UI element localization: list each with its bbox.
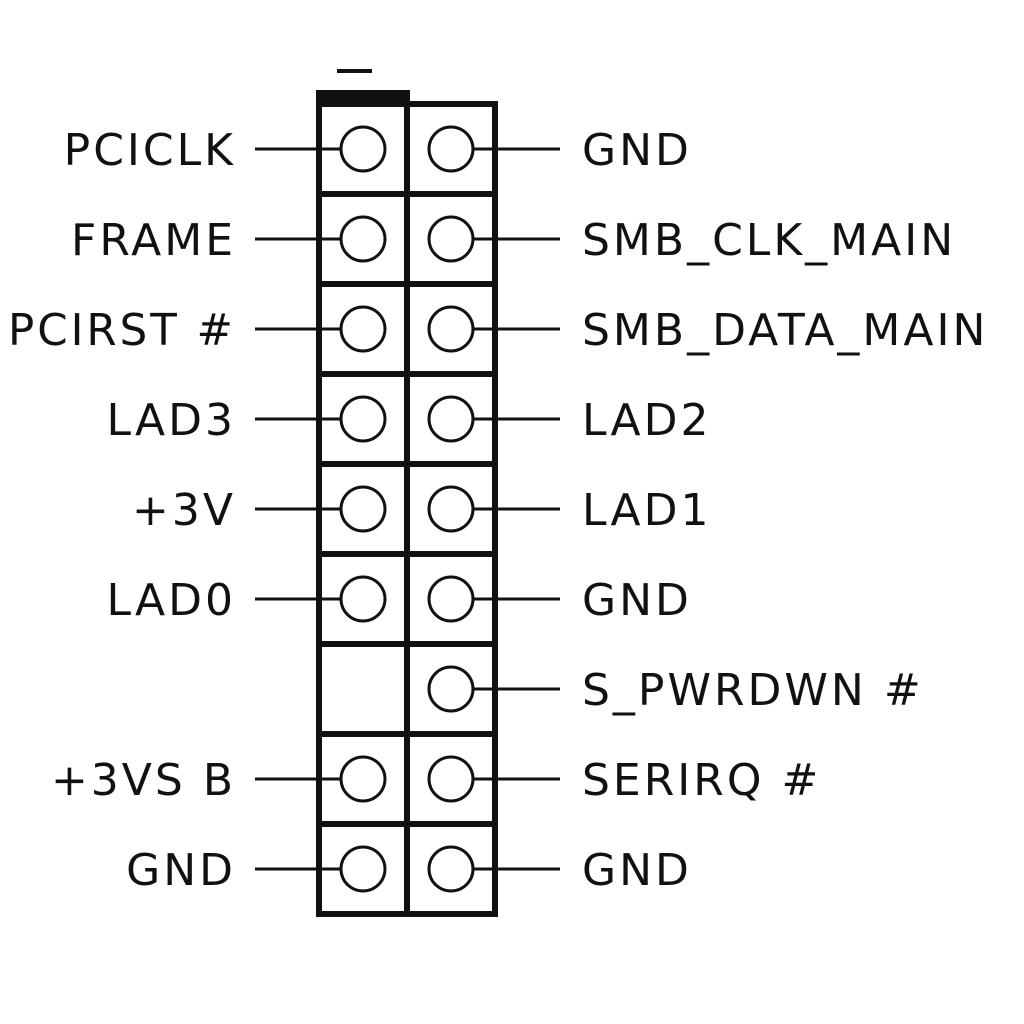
pin-label-left: GND <box>126 845 236 896</box>
pin-label-right: GND <box>582 575 692 626</box>
pin-right <box>427 575 475 623</box>
pin-label-right: LAD2 <box>582 395 712 446</box>
pin-label-right: SMB_CLK_MAIN <box>582 215 956 266</box>
pin-right <box>427 125 475 173</box>
pin-left <box>339 395 387 443</box>
pin-right <box>427 755 475 803</box>
pin-label-left: FRAME <box>71 215 236 266</box>
pin-label-right: SMB_DATA_MAIN <box>582 305 988 356</box>
pin1-marker-bar <box>316 90 410 102</box>
pin-left <box>339 215 387 263</box>
pin-label-left: LAD3 <box>107 395 237 446</box>
pin-left <box>339 845 387 893</box>
pin-label-right: GND <box>582 845 692 896</box>
pin-left <box>339 305 387 353</box>
pin-label-right: S_PWRDWN # <box>582 665 924 716</box>
pin-label-right: LAD1 <box>582 485 712 536</box>
pin-label-left: +3V <box>132 485 236 536</box>
pin-left <box>339 125 387 173</box>
pin-right <box>427 395 475 443</box>
pin-right <box>427 215 475 263</box>
pin-right <box>427 845 475 893</box>
pin-rows: PCICLK GND FRAME SMB_CLK_MAIN PCIRST # SMB_DA… <box>8 101 988 917</box>
pin-label-right: SERIRQ # <box>582 755 821 806</box>
pin-label-left: LAD0 <box>107 575 237 626</box>
pin-label-left: PCICLK <box>64 125 236 176</box>
pin-right <box>427 485 475 533</box>
pin-left <box>339 485 387 533</box>
pin-label-right: GND <box>582 125 692 176</box>
pin-left <box>339 575 387 623</box>
pin-label-left: PCIRST # <box>8 305 236 356</box>
pin-left <box>339 755 387 803</box>
pin-label-left: +3VS B <box>51 755 236 806</box>
pin-right <box>427 665 475 713</box>
pin-right <box>427 305 475 353</box>
